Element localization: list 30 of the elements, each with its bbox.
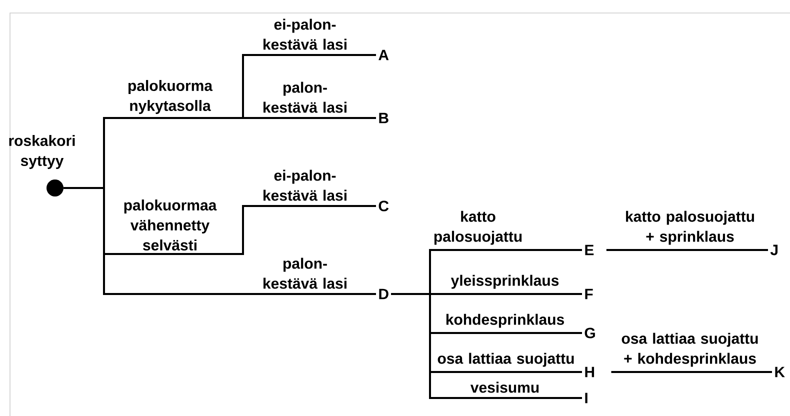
edge-label: palon-kestävä lasi	[264, 82, 346, 113]
branch-line	[606, 249, 768, 251]
outcome-letter: I	[585, 392, 588, 404]
outcome-letter: B	[379, 112, 388, 124]
edge-label: kohdesprinklaus	[446, 314, 564, 328]
outcome-letter: K	[775, 366, 785, 378]
branch-line	[391, 293, 582, 399]
outcome-letter: F	[585, 288, 593, 300]
edge-label: ei-palon-kestävä lasi	[264, 18, 346, 50]
edge-label: yleissprinklaus	[450, 274, 559, 289]
outcome-letter: J	[770, 244, 778, 256]
edge-label: ei-palon-kestävä lasi	[264, 170, 346, 201]
edge-label: katto palosuojattu + sprinklaus	[626, 210, 754, 245]
edge-label: osa lattiaa suojattu	[438, 352, 574, 367]
branch-line	[611, 371, 772, 373]
outcome-letter: G	[584, 328, 595, 338]
outcome-letter: H	[585, 366, 594, 378]
edge-label: vesisumu	[470, 382, 539, 393]
outcome-letter: E	[585, 244, 594, 256]
branch-label: palokuormaa vähennetty selvästi	[124, 200, 217, 250]
outcome-letter: D	[379, 288, 388, 300]
start-event: roskakori syttyy	[9, 135, 75, 196]
node-label: roskakori syttyy	[9, 135, 75, 169]
outcome-letter: A	[378, 50, 389, 60]
branch-label: palokuorma nykytasolla	[128, 80, 213, 114]
edge-label: osa lattiaa suojattu + kohdesprinklaus	[622, 332, 758, 367]
branch-line	[64, 187, 376, 295]
edge-label: katto palosuojattu	[434, 210, 522, 245]
outcome-letter: C	[378, 200, 389, 212]
edge-label: palon-kestävä lasi	[264, 258, 346, 289]
